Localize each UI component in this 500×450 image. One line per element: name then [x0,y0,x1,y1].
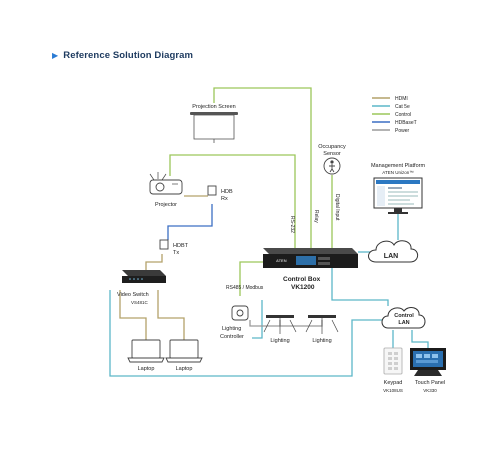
hdb-rx: HDB Rx [207,185,233,202]
video-switch: Video Switch VS481C [117,270,166,305]
monitor-icon [373,177,423,214]
caret-right-icon: ▶ [52,51,59,60]
lighting-icon-1 [263,315,297,334]
line-cat5e-box-controllan [331,268,389,306]
control-box-label-1: Control Box [283,276,321,283]
line-cat5e-controllan-touchpanel [411,330,429,348]
legend-label-cat5e: Cat 5e [395,104,410,110]
rs485-label: RS485 / Modbus [226,285,264,291]
occupancy-sensor-label-2: Sensor [323,151,341,157]
projector-icon [149,172,183,195]
control-box-label-2: VK1200 [291,284,315,291]
touch-panel-model: VK330 [423,388,437,393]
digital-input-label: Digital Input [334,194,340,221]
hdb-rx-label-2: Rx [221,196,228,202]
legend-label-power: Power [395,128,410,134]
diagram-title: Reference Solution Diagram [63,50,194,61]
control-lan-cloud-icon [381,307,426,329]
control-lan-label-2: LAN [398,320,409,326]
line-cat5e-lighting-controllan [252,300,263,339]
hdbt-tx-box [159,239,169,250]
lighting-controller-label-2: Controller [220,334,244,340]
keypad-icon [383,347,403,375]
line-hdmi-laptop2 [157,290,185,340]
lighting-controller-icon [231,305,249,321]
keypad-label: Keypad [384,380,403,386]
laptop-icon-1 [127,339,165,363]
video-switch-label-2: VS481C [131,300,149,305]
legend-label-hdbaset: HDBaseT [395,120,417,126]
relay-label: Relay [313,210,319,223]
hdbt-tx: HDBT Tx [159,239,189,256]
management-platform-label: Management Platform [371,163,426,169]
occupancy-sensor-icon [323,157,341,175]
lighting-2-label: Lighting [312,338,331,344]
line-hdbaset-tx-rx [167,204,213,240]
laptop-2-label: Laptop [176,366,193,372]
touch-panel-icon [410,348,446,376]
hdb-rx-label-1: HDB [221,189,233,195]
laptop-icon-2 [165,339,203,363]
video-switch-label-1: Video Switch [117,292,149,298]
rs232-label: RS-232 [289,216,295,233]
hdb-rx-box [207,185,217,196]
lan-label: LAN [384,253,398,260]
legend-label-control: Control [395,112,411,118]
projector-label: Projector [155,202,177,208]
legend: HDMI Cat 5e Control HDBaseT Power [372,96,417,134]
line-control-rs485 [239,261,263,296]
line-control-relay-screen [213,87,312,248]
lighting-icon-2 [305,315,339,334]
control-box: ATEN [263,248,358,268]
lan-cloud-icon [368,240,419,263]
keypad-model: VK108US [383,388,403,393]
line-cat5e-controllan-switch [109,290,382,377]
lighting-1-label: Lighting [270,338,289,344]
page-title: ▶ Reference Solution Diagram [52,50,193,61]
occupancy-sensor-label-1: Occupancy [318,144,346,150]
hdbt-tx-label-2: Tx [173,250,179,256]
line-hdmi-laptop1 [119,290,147,340]
touch-panel-label: Touch Panel [415,380,445,386]
hdbt-tx-label-1: HDBT [173,243,189,249]
laptop-1-label: Laptop [138,366,155,372]
svg-text:ATEN: ATEN [276,258,287,263]
line-control-rs232-projector [169,154,296,248]
control-lan-label-1: Control [394,313,414,319]
projection-screen: Projection Screen [190,104,238,143]
line-hdmi-switch-tx [145,254,163,270]
management-platform-sublabel: ATEN Unizon™ [382,170,413,175]
legend-label-hdmi: HDMI [395,96,408,102]
projection-screen-label: Projection Screen [192,104,235,110]
lighting-controller-label-1: Lighting [222,326,241,332]
